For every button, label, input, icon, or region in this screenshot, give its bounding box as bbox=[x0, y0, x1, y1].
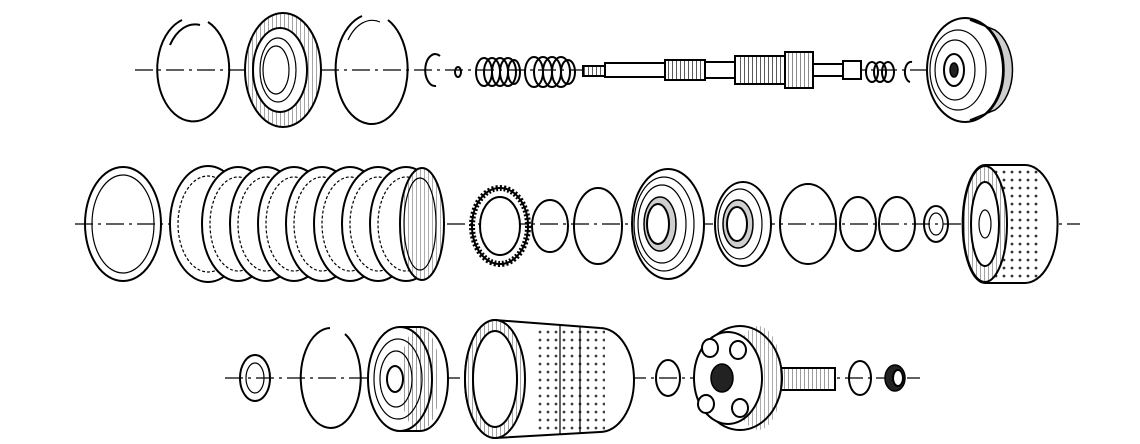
tiny-ring-1 bbox=[454, 66, 462, 78]
washer-2 bbox=[239, 354, 271, 402]
washer-1 bbox=[923, 205, 949, 243]
snap-ring-2 bbox=[334, 15, 409, 125]
o-ring-1 bbox=[531, 199, 569, 253]
thrust-washers-1 bbox=[865, 60, 913, 83]
piston-large bbox=[631, 168, 705, 280]
steel-plate-1 bbox=[84, 166, 162, 282]
clutch-drum-1 bbox=[926, 17, 1014, 123]
reaction-drum bbox=[367, 326, 449, 432]
o-ring-2 bbox=[573, 187, 623, 265]
spring-pack-1 bbox=[475, 57, 521, 87]
sprag-ring bbox=[469, 185, 531, 267]
spring-pack-2 bbox=[524, 56, 576, 88]
clutch-hub-1 bbox=[244, 12, 322, 128]
snap-ring-1 bbox=[156, 19, 231, 123]
input-shaft bbox=[582, 51, 862, 89]
snap-ring-1-inner bbox=[169, 23, 201, 46]
small-snap-ring-1 bbox=[424, 53, 441, 88]
o-ring-5 bbox=[878, 196, 916, 252]
clutch-drum-2 bbox=[961, 164, 1059, 284]
o-ring-4 bbox=[839, 196, 877, 252]
piston-medium bbox=[714, 181, 772, 267]
row-1-assembly bbox=[135, 12, 1014, 128]
o-ring-6 bbox=[655, 359, 681, 397]
ring-gear-drum bbox=[464, 318, 635, 440]
row-2-assembly bbox=[75, 164, 1080, 284]
row-3-assembly bbox=[225, 318, 920, 440]
snap-ring-2-inner bbox=[347, 19, 381, 41]
o-ring-7 bbox=[848, 360, 872, 396]
bearing-small bbox=[884, 364, 906, 392]
o-ring-3 bbox=[779, 183, 837, 265]
clutch-pack bbox=[169, 165, 445, 283]
snap-ring-3 bbox=[299, 327, 362, 429]
planetary-carrier bbox=[693, 325, 836, 431]
